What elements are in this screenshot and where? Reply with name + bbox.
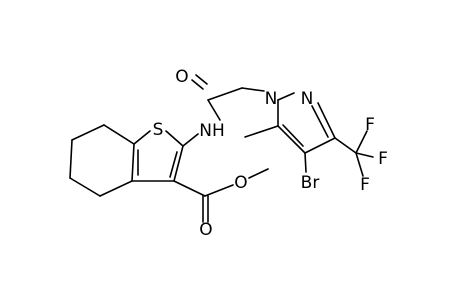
cyclohexene-ring: [69, 124, 135, 197]
fluorine-2-label: F: [378, 149, 388, 169]
fluorine-1-label: F: [365, 115, 375, 135]
bromine-atom-label: Br: [301, 173, 320, 193]
ester-group: [173, 168, 269, 223]
pyrazole-n2-label: N: [301, 89, 314, 109]
thiophene-ring: [131, 130, 184, 182]
pyrazole-n1-label: N: [265, 89, 278, 109]
nh-atom-label: NH: [199, 121, 225, 141]
amide-oxygen-label: O: [175, 67, 188, 87]
fluorine-3-label: F: [360, 175, 370, 195]
ester-ether-oxygen-label: O: [234, 173, 247, 193]
sulfur-atom-label: S: [153, 120, 164, 140]
ester-carbonyl-oxygen-label: O: [199, 220, 212, 240]
amide-linker: [182, 74, 265, 147]
pyrazole-substituents: [244, 125, 374, 177]
pyrazole-ring: [277, 92, 336, 154]
